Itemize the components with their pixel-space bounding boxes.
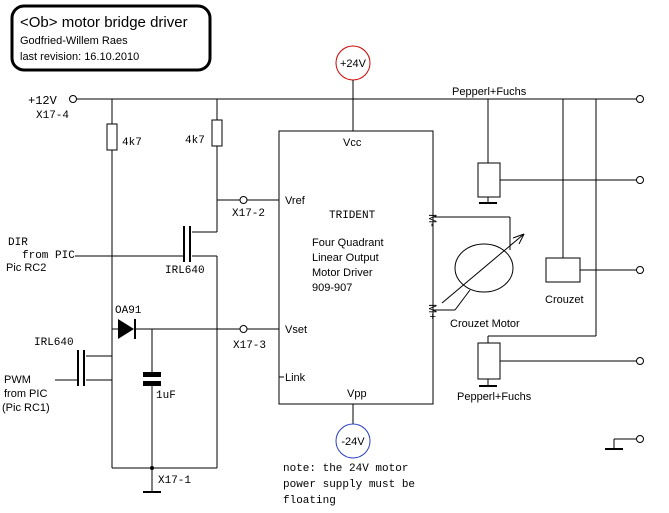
plus12v-rail: +12V X17-4 <box>28 94 644 122</box>
note-line-1: note: the 24V motor <box>283 463 408 475</box>
pwm-label-1: PWM <box>4 374 31 386</box>
capacitor-label: 1uF <box>156 390 176 402</box>
note: note: the 24V motor power supply must be… <box>283 463 415 507</box>
crouzet-label: Crouzet <box>545 294 584 306</box>
note-line-2: power supply must be <box>283 479 415 491</box>
title-box: <Ob> motor bridge driver Godfried-Willem… <box>10 4 212 72</box>
crouzet-motor: Crouzet Motor <box>433 216 525 330</box>
author-text: Godfried-Willem Raes <box>20 35 128 47</box>
ground-bus: X17-1 <box>112 466 217 493</box>
diode-oa91: OA91 X17-3 <box>112 305 279 352</box>
minus24v-label: -24V <box>341 436 365 448</box>
x17-1-label: X17-1 <box>158 475 191 487</box>
ground-terminal <box>605 435 644 450</box>
title-text: <Ob> motor bridge driver <box>20 14 188 31</box>
chip-desc-2: Linear Output <box>312 252 379 264</box>
transistor-q1: IRL640 <box>75 220 218 468</box>
pwm-label-3: (Pic RC1) <box>2 402 50 414</box>
chip-desc-3: Motor Driver <box>312 267 373 279</box>
pepperl-top-label: Pepperl+Fuchs <box>452 86 527 98</box>
chip-desc-4: 909-907 <box>312 282 352 294</box>
plus12v-label: +12V <box>28 94 58 108</box>
pwm-input: PWM from PIC (Pic RC1) <box>2 374 50 414</box>
pin-vref: Vref <box>285 195 306 207</box>
minus24v-terminal: -24V <box>335 404 371 459</box>
pwm-label-2: from PIC <box>4 388 47 400</box>
transistor-q2: IRL640 <box>34 337 112 386</box>
dir-label-2: from PIC <box>22 250 75 262</box>
x17-4-label: X17-4 <box>36 110 69 122</box>
chip-desc-1: Four Quadrant <box>312 237 384 249</box>
vref-net: X17-2 <box>217 196 279 220</box>
pin-link: Link <box>285 372 306 384</box>
x17-3-label: X17-3 <box>233 340 266 352</box>
sensor-bus <box>487 99 597 343</box>
q1-label: IRL640 <box>165 265 205 277</box>
capacitor-c1: 1uF <box>143 329 176 468</box>
x17-2-label: X17-2 <box>232 208 265 220</box>
trident-chip: Vcc Vref Vset Link Vpp M- M+ TRIDENT Fou… <box>278 130 438 405</box>
pin-m-plus: M+ <box>426 304 438 320</box>
pin-vcc: Vcc <box>343 137 362 149</box>
pin-vset: Vset <box>285 324 307 336</box>
sensor-pepperl-bottom: Pepperl+Fuchs <box>457 342 644 403</box>
r2-label: 4k7 <box>185 135 205 147</box>
sensor-pepperl-top: Pepperl+Fuchs <box>452 86 644 204</box>
resistor-r1: 4k7 <box>106 99 142 468</box>
plus24v-label: +24V <box>340 58 367 70</box>
pin-vpp: Vpp <box>347 388 367 400</box>
dir-label-1: DIR <box>8 237 28 249</box>
note-line-3: floating <box>283 495 336 507</box>
plus24v-terminal: +24V <box>335 45 371 131</box>
q2-label: IRL640 <box>34 337 74 349</box>
dir-label-3: Pic RC2 <box>6 262 46 274</box>
motor-label: Crouzet Motor <box>450 318 520 330</box>
resistor-r2: 4k7 <box>185 99 223 220</box>
chip-name: TRIDENT <box>329 210 376 222</box>
diode-label: OA91 <box>115 305 142 317</box>
revision-text: last revision: 16.10.2010 <box>20 51 139 63</box>
pin-m-minus: M- <box>426 214 438 227</box>
sensor-crouzet: Crouzet <box>545 99 644 306</box>
pepperl-bottom-label: Pepperl+Fuchs <box>457 391 532 403</box>
r1-label: 4k7 <box>122 137 142 149</box>
dir-input: DIR from PIC Pic RC2 <box>6 237 75 274</box>
